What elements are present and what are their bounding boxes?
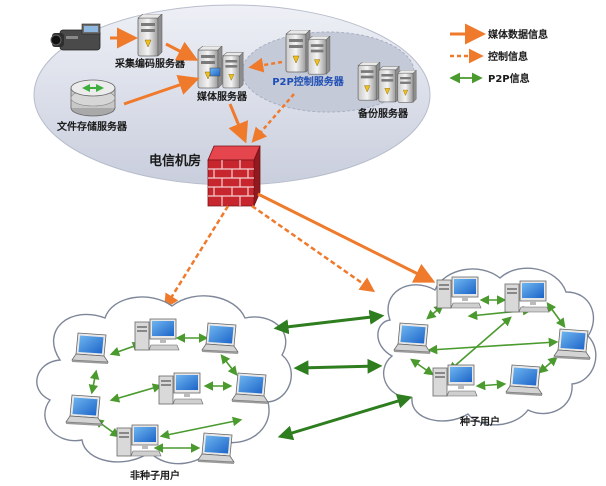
inter-cloud-p2p-links — [273, 309, 413, 441]
capture-encode-server: 采集编码服务器 — [114, 14, 186, 70]
p2p-link — [448, 316, 512, 372]
seed-users-label: 种子用户 — [459, 415, 500, 428]
server-room-title: 电信机房 — [149, 153, 201, 169]
desktop-pc-icon — [504, 280, 550, 313]
server-icon — [197, 46, 223, 89]
media-arrow-storage-to-media — [123, 74, 200, 106]
media-arrow-encoder-to-media — [165, 41, 199, 61]
control-arrow-p2p-to-media — [248, 57, 283, 73]
firewall-to-users-links — [164, 192, 436, 310]
seed-p2p-links — [410, 295, 566, 391]
control-arrow-p2p-to-firewall — [251, 93, 295, 143]
backup-server: 备份服务器 — [357, 62, 417, 120]
server-icon — [357, 62, 381, 101]
p2p-link — [88, 369, 100, 395]
backup-server-label: 备份服务器 — [357, 107, 409, 120]
p2p-link — [109, 383, 163, 403]
legend-item-p2p: P2P信息 — [449, 72, 530, 85]
desktop-pc-icon — [116, 424, 162, 457]
media-arrow-media-to-firewall — [228, 103, 248, 144]
p2p-link-inter-cloud — [273, 309, 385, 335]
legend-item-control: 控制信息 — [450, 48, 528, 64]
server-icon — [397, 70, 417, 103]
legend-media-data-label: 媒体数据信息 — [487, 28, 548, 41]
p2p-link-inter-cloud — [293, 358, 383, 376]
media-server-label: 媒体服务器 — [196, 90, 248, 103]
control-arrow-firewall-to-non-seed — [164, 205, 230, 310]
disk-storage-icon — [70, 79, 116, 117]
laptop-icon — [71, 332, 109, 365]
laptop-icon — [201, 322, 239, 355]
non-seed-users-label: 非种子用户 — [130, 469, 180, 482]
desktop-pc-icon — [436, 276, 482, 309]
laptop-icon — [231, 372, 269, 405]
p2p-link — [220, 354, 238, 376]
legend-item-media-data: 媒体数据信息 — [450, 23, 548, 45]
laptop-icon — [65, 394, 103, 427]
legend-p2p-label: P2P信息 — [488, 72, 530, 85]
media-arrow-firewall-to-seed — [257, 192, 436, 283]
p2p-link — [546, 302, 566, 328]
media-server-screen-icon — [209, 67, 221, 77]
server-room-links — [110, 27, 295, 144]
legend: 媒体数据信息 控制信息 P2P信息 — [449, 23, 548, 85]
p2p-link — [159, 416, 243, 440]
camcorder-icon — [50, 23, 101, 51]
file-storage-server: 文件存储服务器 — [57, 79, 128, 133]
server-icon — [378, 66, 400, 103]
server-icon — [137, 14, 163, 57]
server-icon — [285, 30, 311, 73]
capture-encode-server-label: 采集编码服务器 — [114, 57, 186, 70]
file-storage-server-label: 文件存储服务器 — [57, 120, 128, 133]
server-icon — [307, 36, 331, 75]
p2p-control-server: P2P控制服务器 — [272, 30, 345, 88]
media-server: 媒体服务器 — [196, 46, 248, 103]
control-arrow-firewall-to-seed — [251, 204, 376, 293]
laptop-icon — [553, 328, 591, 361]
p2p-control-server-label: P2P控制服务器 — [272, 75, 345, 88]
p2p-link — [410, 358, 434, 376]
p2p-link-inter-cloud — [277, 393, 413, 441]
p2p-link — [475, 379, 507, 391]
p2p-link — [538, 356, 558, 374]
laptop-icon — [505, 364, 543, 397]
legend-control-label: 控制信息 — [488, 50, 528, 63]
laptop-icon — [197, 432, 235, 465]
laptop-icon — [393, 322, 431, 355]
desktop-pc-icon — [134, 318, 180, 351]
server-icon — [222, 52, 244, 89]
desktop-pc-icon — [158, 372, 204, 405]
desktop-pc-icon — [432, 364, 478, 397]
firewall-icon — [207, 145, 261, 207]
